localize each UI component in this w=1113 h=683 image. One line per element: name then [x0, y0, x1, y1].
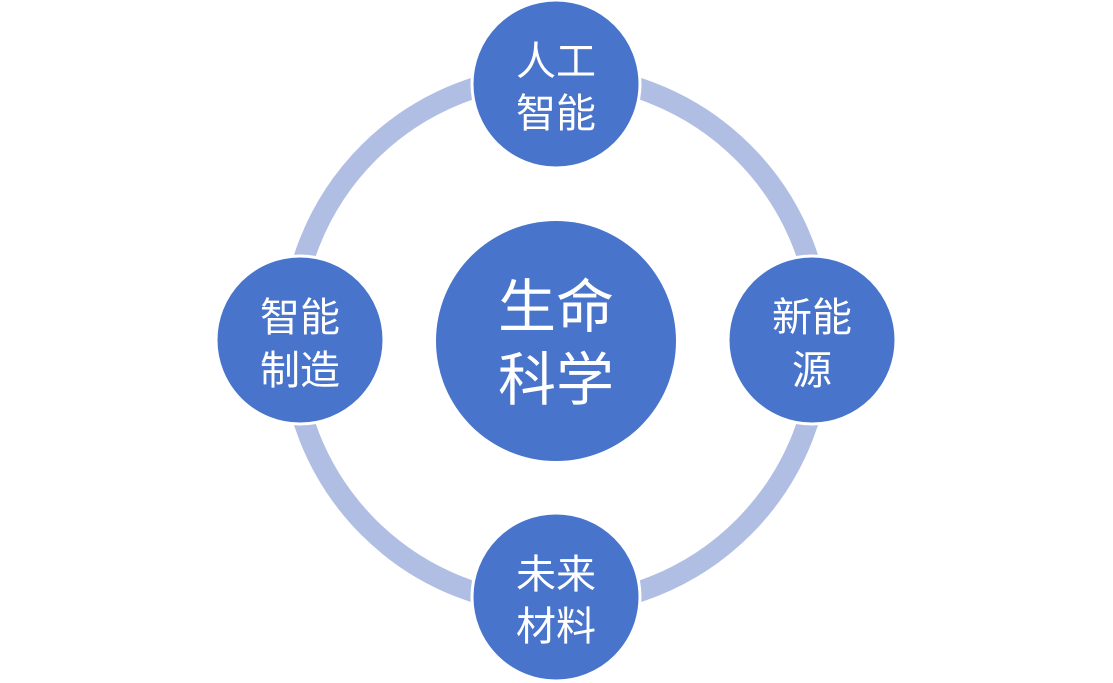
node-bottom: 未来 材料 — [470, 511, 642, 683]
node-top-circle — [470, 0, 642, 170]
node-right-circle — [726, 254, 898, 426]
center-node-line-2: 科学 — [498, 346, 614, 414]
node-bottom-line-1: 未来 — [516, 552, 596, 598]
center-node-line-1: 生命 — [498, 273, 614, 341]
node-top-line-1: 人工 — [516, 39, 596, 85]
center-node: 生命 科学 — [436, 221, 676, 461]
node-left-line-1: 智能 — [260, 295, 340, 341]
node-top: 人工 智能 — [470, 0, 642, 170]
node-left-circle — [214, 254, 386, 426]
node-left: 智能 制造 — [214, 254, 386, 426]
node-left-line-2: 制造 — [260, 348, 340, 394]
node-right-line-1: 新能 — [772, 295, 852, 341]
node-bottom-line-2: 材料 — [516, 604, 596, 650]
node-right: 新能 源 — [726, 254, 898, 426]
node-bottom-circle — [470, 511, 642, 683]
node-right-line-2: 源 — [792, 348, 832, 394]
center-node-circle — [436, 221, 676, 461]
node-top-line-2: 智能 — [516, 91, 596, 137]
